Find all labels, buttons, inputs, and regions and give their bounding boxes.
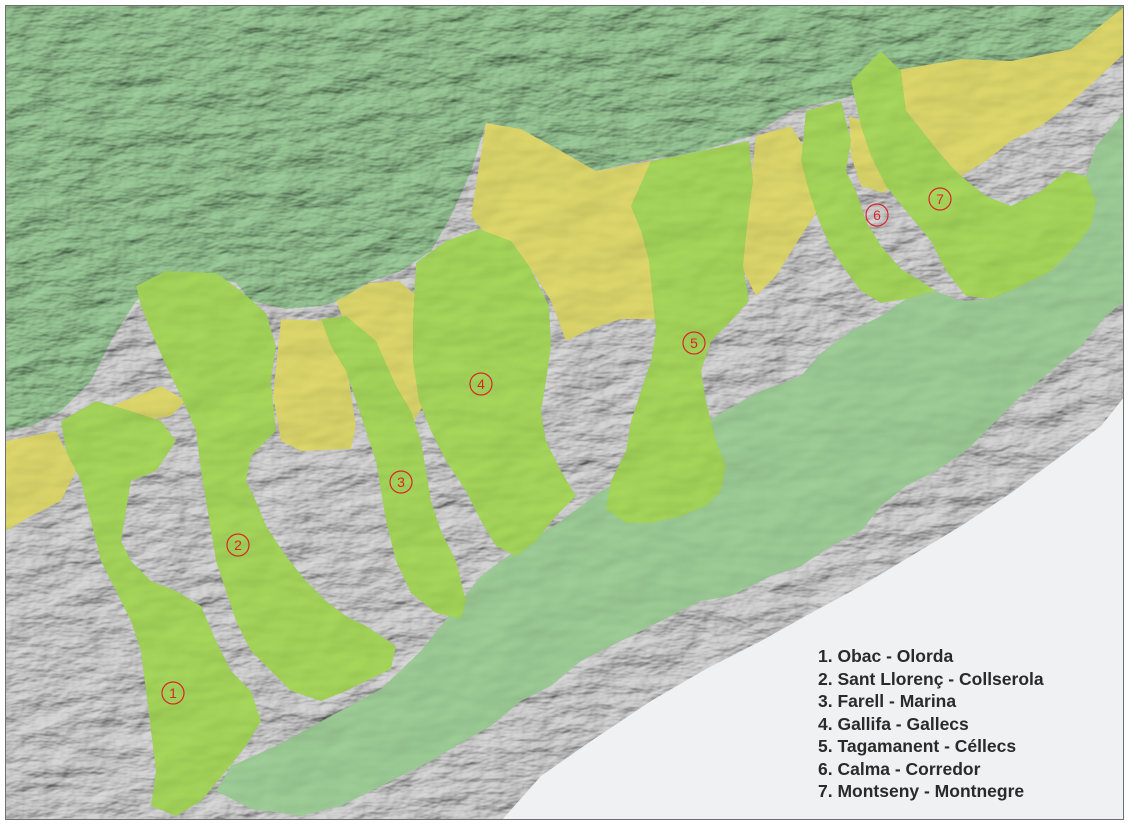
legend-item-1: 1. Obac - Olorda <box>818 646 954 666</box>
connector-4-gallifa-gallecs[interactable] <box>413 229 576 556</box>
marker-1[interactable]: 1 <box>161 681 185 705</box>
connector-7-montseny-montnegre[interactable] <box>851 51 1096 299</box>
legend-item-3: 3. Farell - Marina <box>818 691 957 711</box>
connector-yellow-f <box>891 7 1123 176</box>
marker-label-6: 6 <box>873 207 881 223</box>
marker-label-1: 1 <box>169 685 177 701</box>
map-frame: 1 2 3 4 5 6 7 <box>5 5 1124 820</box>
connector-yellow-b <box>336 281 431 426</box>
connector-3-farell-marina[interactable] <box>321 316 466 619</box>
connector-5-tagamanent-cellecs[interactable] <box>606 141 753 523</box>
connector-yellow-c <box>471 123 669 341</box>
connector-yellow-west <box>6 431 76 531</box>
corridor-legend: 1. Obac - Olorda 2. Sant Llorenç - Colls… <box>818 645 1044 803</box>
marker-label-5: 5 <box>690 335 698 351</box>
marker-6[interactable]: 6 <box>865 203 889 227</box>
marker-label-4: 4 <box>477 376 485 392</box>
marker-7[interactable]: 7 <box>928 187 952 211</box>
legend-item-2: 2. Sant Llorenç - Collserola <box>818 668 1044 689</box>
marker-2[interactable]: 2 <box>226 533 250 557</box>
yellow-connectors <box>6 7 1123 531</box>
connector-yellow-d <box>741 126 821 296</box>
marker-3[interactable]: 3 <box>389 470 413 494</box>
corridor-markers: 1 2 3 4 5 6 7 <box>161 187 952 705</box>
connector-2-sant-llorenc-collserola[interactable] <box>136 271 396 701</box>
connector-6-calma-corredor[interactable] <box>801 101 936 303</box>
marker-label-2: 2 <box>234 537 242 553</box>
legend-item-6: 6. Calma - Corredor <box>818 758 981 779</box>
mountain-zone <box>6 6 1123 431</box>
marker-4[interactable]: 4 <box>469 372 493 396</box>
legend-item-4: 4. Gallifa - Gallecs <box>818 713 969 734</box>
legend-item-7: 7. Montseny - Montnegre <box>818 781 1025 801</box>
marker-5[interactable]: 5 <box>682 331 706 355</box>
green-connectors <box>61 51 1096 816</box>
marker-label-3: 3 <box>397 474 405 490</box>
connector-1-obac-olorda[interactable] <box>61 401 261 816</box>
legend-item-5: 5. Tagamanent - Céllecs <box>818 736 1017 756</box>
relief-map[interactable]: 1 2 3 4 5 6 7 <box>6 6 1124 820</box>
marker-label-7: 7 <box>936 191 944 207</box>
sea <box>502 398 1123 819</box>
